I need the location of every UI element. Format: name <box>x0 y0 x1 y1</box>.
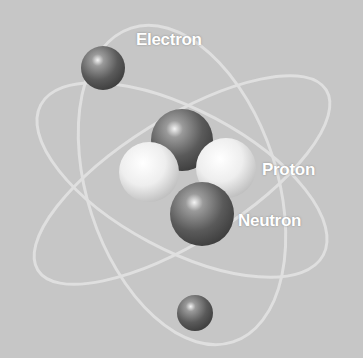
orbits <box>5 0 359 358</box>
proton-label: Proton <box>262 160 315 180</box>
electron-label: Electron <box>136 30 202 50</box>
nucleus <box>119 109 256 246</box>
electron-sphere <box>177 295 213 331</box>
neutron-label: Neutron <box>238 211 301 231</box>
electron-sphere <box>81 46 125 90</box>
